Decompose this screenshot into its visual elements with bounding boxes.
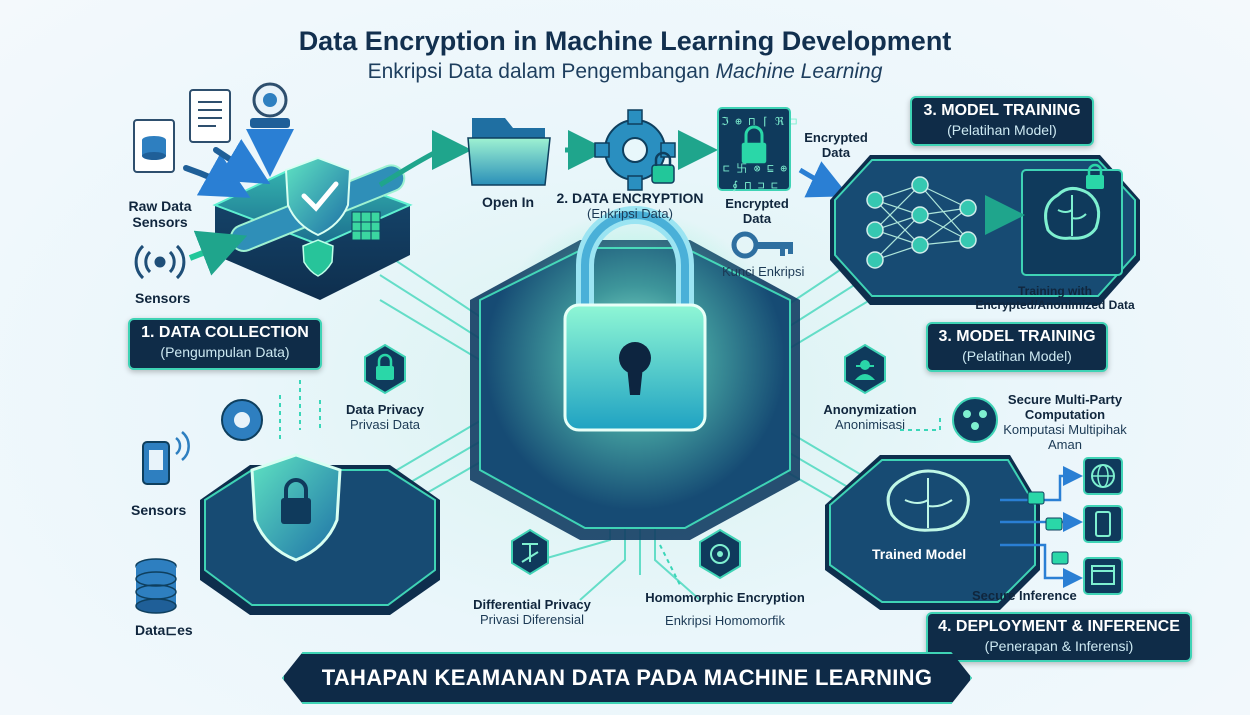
differential-privacy-line2: Privasi Diferensial: [479, 612, 585, 627]
webcam-icon: [250, 82, 290, 128]
document-icon: [189, 89, 231, 143]
central-padlock-icon: [563, 206, 707, 432]
encrypted-panel-lock-icon: [740, 125, 768, 165]
trained-model-label: Trained Model: [872, 546, 967, 562]
encrypted-to-training-arrow: [798, 161, 850, 198]
database-doc-icon: [133, 119, 175, 173]
sensors-label-top: Sensors: [135, 290, 191, 306]
training-with-line1: Training with: [1018, 284, 1092, 298]
differential-privacy-icon: [511, 528, 549, 576]
pipe-to-folder-arrow: [378, 130, 472, 188]
source-arrows: [183, 129, 294, 198]
model-training-top-box: 3. MODEL TRAINING (Pelatihan Model): [910, 96, 1094, 146]
model-training-top-sub: (Pelatihan Model): [947, 122, 1057, 138]
encrypted-data-label-top: Encrypted Data: [796, 130, 876, 160]
open-in-label: Open In: [482, 194, 535, 210]
database-icon: [135, 558, 177, 614]
sensors-label-bottom: Sensors: [131, 502, 187, 518]
subtitle-text: Enkripsi Data dalam Pengembangan: [367, 60, 716, 83]
homomorphic-line2: Enkripsi Homomorfik: [665, 613, 785, 628]
smpc-icon: [952, 397, 998, 443]
wifi-sensor-icon: [134, 244, 186, 280]
data-collection-box: 1. DATA COLLECTION (Pengumpulan Data): [128, 318, 322, 370]
glyph-row: ∮ ⊓ ⊐ ⊏: [732, 179, 778, 192]
anonymization-line1: Anonymization: [823, 402, 917, 417]
model-training-mid-heading: 3. MODEL TRAINING: [938, 328, 1096, 345]
homomorphic-icon: [699, 528, 741, 580]
page-subtitle: Enkripsi Data dalam Pengembangan Machine…: [0, 60, 1250, 84]
anonymization-icon: [844, 343, 886, 395]
model-training-mid-sub: (Pelatihan Model): [962, 348, 1072, 364]
data-encryption-label: 2. DATA ENCRYPTION (Enkripsi Data): [545, 190, 715, 221]
smpc-label: Secure Multi-Party Computation Komputasi…: [1000, 392, 1130, 452]
globe-icon: [1083, 457, 1123, 495]
shield-check-icon: [284, 156, 352, 237]
encrypted-top-line2: Data: [821, 145, 851, 160]
databases-label: Data⊏es: [135, 622, 193, 638]
kunci-enkripsi-label: Kunci Enkripsi: [722, 264, 805, 279]
dashed-links: [279, 380, 941, 586]
subtitle-italic: Machine Learning: [715, 60, 883, 83]
differential-privacy-line1: Differential Privacy: [473, 597, 591, 612]
neural-network-icon: [866, 176, 977, 269]
data-collection-heading: 1. DATA COLLECTION: [141, 324, 309, 341]
data-encryption-sub: (Enkripsi Data): [587, 206, 673, 221]
deployment-platform: [825, 455, 1040, 610]
training-with-label: Training with Encrypted/Anonimized Data: [950, 284, 1160, 312]
smpc-line4: Aman: [1048, 437, 1082, 452]
secure-inference-label: Secure Inference: [972, 588, 1077, 603]
raw-data-label: Raw Data Sensors: [120, 198, 200, 230]
data-encryption-heading: 2. DATA ENCRYPTION: [556, 190, 704, 206]
data-collection-sub: (Pengumpulan Data): [160, 344, 290, 360]
training-with-line2: Encrypted/Anonimized Data: [975, 298, 1135, 312]
data-privacy-label: Data Privacy Privasi Data: [336, 402, 434, 432]
data-privacy-line1: Data Privacy: [345, 402, 425, 417]
browser-window-icon: [1083, 557, 1123, 595]
sensor-to-pipe-arrow: [188, 230, 248, 276]
encrypted-mid-line1: Encrypted: [725, 196, 789, 211]
raw-data-line2: Sensors: [132, 214, 188, 230]
data-cube-icon: [351, 211, 381, 241]
data-privacy-line2: Privasi Data: [349, 417, 421, 432]
homomorphic-label: Homomorphic Encryption Enkripsi Homomorf…: [630, 590, 820, 628]
deployment-heading: 4. DEPLOYMENT & INFERENCE: [938, 618, 1180, 635]
smpc-line1: Secure Multi-Party: [1007, 392, 1123, 407]
folder-icon: [467, 118, 551, 186]
encrypted-mid-line2: Data: [742, 211, 772, 226]
encrypted-top-line1: Encrypted: [804, 130, 868, 145]
smpc-line3: Komputasi Multipihak: [1003, 422, 1127, 437]
key-icon: [731, 231, 793, 259]
anonymization-label: Anonymization Anonimisasi: [815, 402, 925, 432]
model-training-top-heading: 3. MODEL TRAINING: [923, 102, 1081, 119]
deployment-box: 4. DEPLOYMENT & INFERENCE (Penerapan & I…: [926, 612, 1192, 662]
brain-icon-top: [1044, 187, 1101, 240]
anonymization-line2: Anonimisasi: [834, 417, 906, 432]
mobile-app-icon: [1083, 505, 1123, 543]
bottom-banner: TAHAPAN KEAMANAN DATA PADA MACHINE LEARN…: [282, 652, 972, 704]
inference-locks: [1027, 491, 1069, 565]
brain-icon-trained: [886, 469, 970, 532]
small-shield-icon: [302, 239, 334, 277]
encrypted-data-label-mid: Encrypted Data: [717, 196, 797, 226]
training-lock-icon: [1086, 163, 1104, 189]
raw-data-line1: Raw Data: [128, 198, 192, 214]
differential-privacy-label: Differential Privacy Privasi Diferensial: [452, 597, 612, 627]
big-shield-lock-icon: [250, 453, 342, 562]
camera-ring-icon: [221, 399, 263, 441]
model-training-mid-box: 3. MODEL TRAINING (Pelatihan Model): [926, 322, 1108, 372]
data-privacy-icon: [364, 343, 406, 395]
glyph-row: ⊏ 卐 ⊗ ⊑ ⊕: [723, 162, 787, 175]
encrypted-glyphs: ℑ ⊕ ⊓ ⌈ ℜ ⊐ ⊏ 卐 ⊗ ⊑ ⊕ ∮ ⊓ ⊐ ⊏: [721, 113, 798, 194]
page-title: Data Encryption in Machine Learning Deve…: [298, 26, 952, 56]
gear-lock-icon: [594, 109, 676, 191]
phone-sensor-icon: [142, 431, 190, 485]
glyph-row: ℑ ⊕ ⊓ ⌈ ℜ ⊐: [721, 115, 798, 128]
deployment-sub: (Penerapan & Inferensi): [984, 638, 1134, 654]
smpc-line2: Computation: [1024, 407, 1106, 422]
homomorphic-line1: Homomorphic Encryption: [645, 590, 805, 605]
